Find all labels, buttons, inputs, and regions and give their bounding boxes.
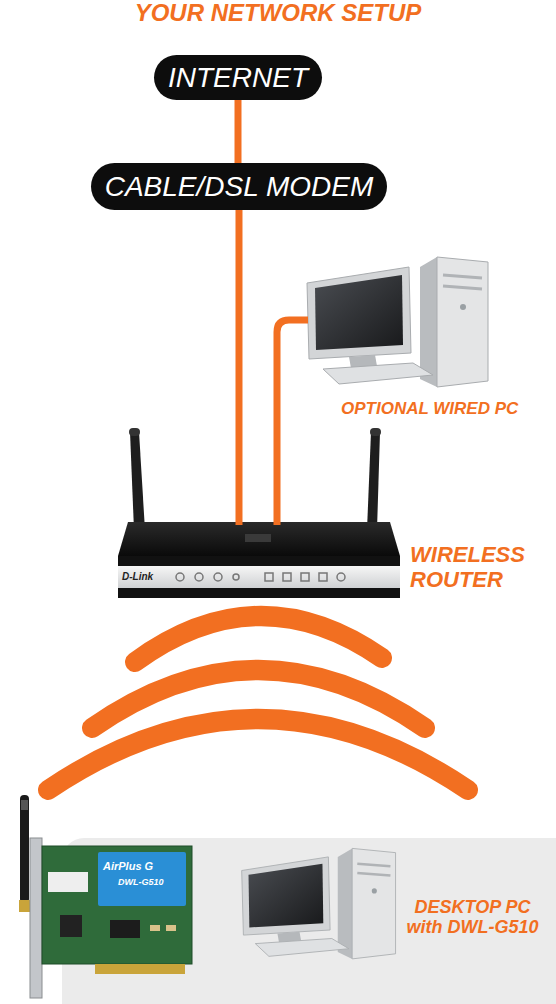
pci-card-illustration-part (20, 795, 29, 903)
pci-card-illustration-part (60, 915, 82, 937)
router-illustration-part (367, 432, 380, 530)
router-illustration-part (283, 573, 291, 581)
network-cable (235, 210, 242, 525)
router-illustration-part (337, 573, 345, 581)
router-illustration-part (370, 428, 381, 436)
pci-card-illustration-part (42, 846, 192, 964)
pci-card-illustration-part (30, 838, 42, 998)
router-illustration-part (195, 573, 203, 581)
pci-card-illustration-part (21, 800, 28, 810)
router-illustration-part (214, 573, 222, 581)
router-illustration (118, 428, 400, 598)
node-label: OPTIONAL WIRED PC (341, 399, 518, 418)
network-cable (277, 320, 308, 525)
pci-card-illustration-part (98, 852, 186, 906)
pci-card-illustration-part (95, 964, 185, 974)
router-illustration-part (301, 573, 309, 581)
node-label: CABLE/DSL MODEM (105, 171, 374, 202)
pci-card-illustration-part (166, 925, 176, 931)
wireless-waves-part (135, 616, 382, 662)
brand-label: D-Link (122, 571, 153, 582)
card-brand-label: AirPlus G (103, 860, 153, 872)
pci-card-illustration (19, 795, 192, 998)
router-illustration-part (245, 534, 271, 542)
router-illustration-part (176, 573, 184, 581)
wireless-waves-part (48, 719, 468, 790)
router-node: WIRELESS ROUTER (118, 525, 400, 598)
card-model-label: DWL-G510 (118, 878, 164, 888)
pci-card-illustration-part (150, 925, 160, 931)
node-label: DESKTOP PC with DWL-G510 (400, 897, 545, 937)
internet-pill: INTERNET (154, 55, 322, 100)
router-illustration-part (118, 556, 400, 598)
pci-card-illustration-part (48, 872, 88, 892)
pci-card-illustration-part (110, 920, 140, 938)
router-illustration-part (118, 566, 400, 588)
wired-pc-node: OPTIONAL WIRED PC (308, 255, 490, 385)
node-label: WIRELESS ROUTER (410, 543, 535, 592)
router-illustration-part (319, 573, 327, 581)
modem-pill: CABLE/DSL MODEM (91, 163, 388, 210)
wireless-waves (48, 616, 468, 790)
diagram-title: YOUR NETWORK SETUP (0, 0, 556, 25)
router-illustration-part (130, 432, 145, 530)
desktop-panel-ground (62, 838, 556, 1004)
node-label: INTERNET (168, 62, 308, 93)
wired-pc-illustration (307, 257, 488, 387)
router-illustration-part (265, 573, 273, 581)
desktop-pc-illustration (242, 848, 396, 959)
network-cable (235, 100, 242, 163)
router-illustration-part (233, 574, 239, 580)
router-illustration-part (118, 522, 400, 556)
router-illustration-part (129, 428, 140, 436)
